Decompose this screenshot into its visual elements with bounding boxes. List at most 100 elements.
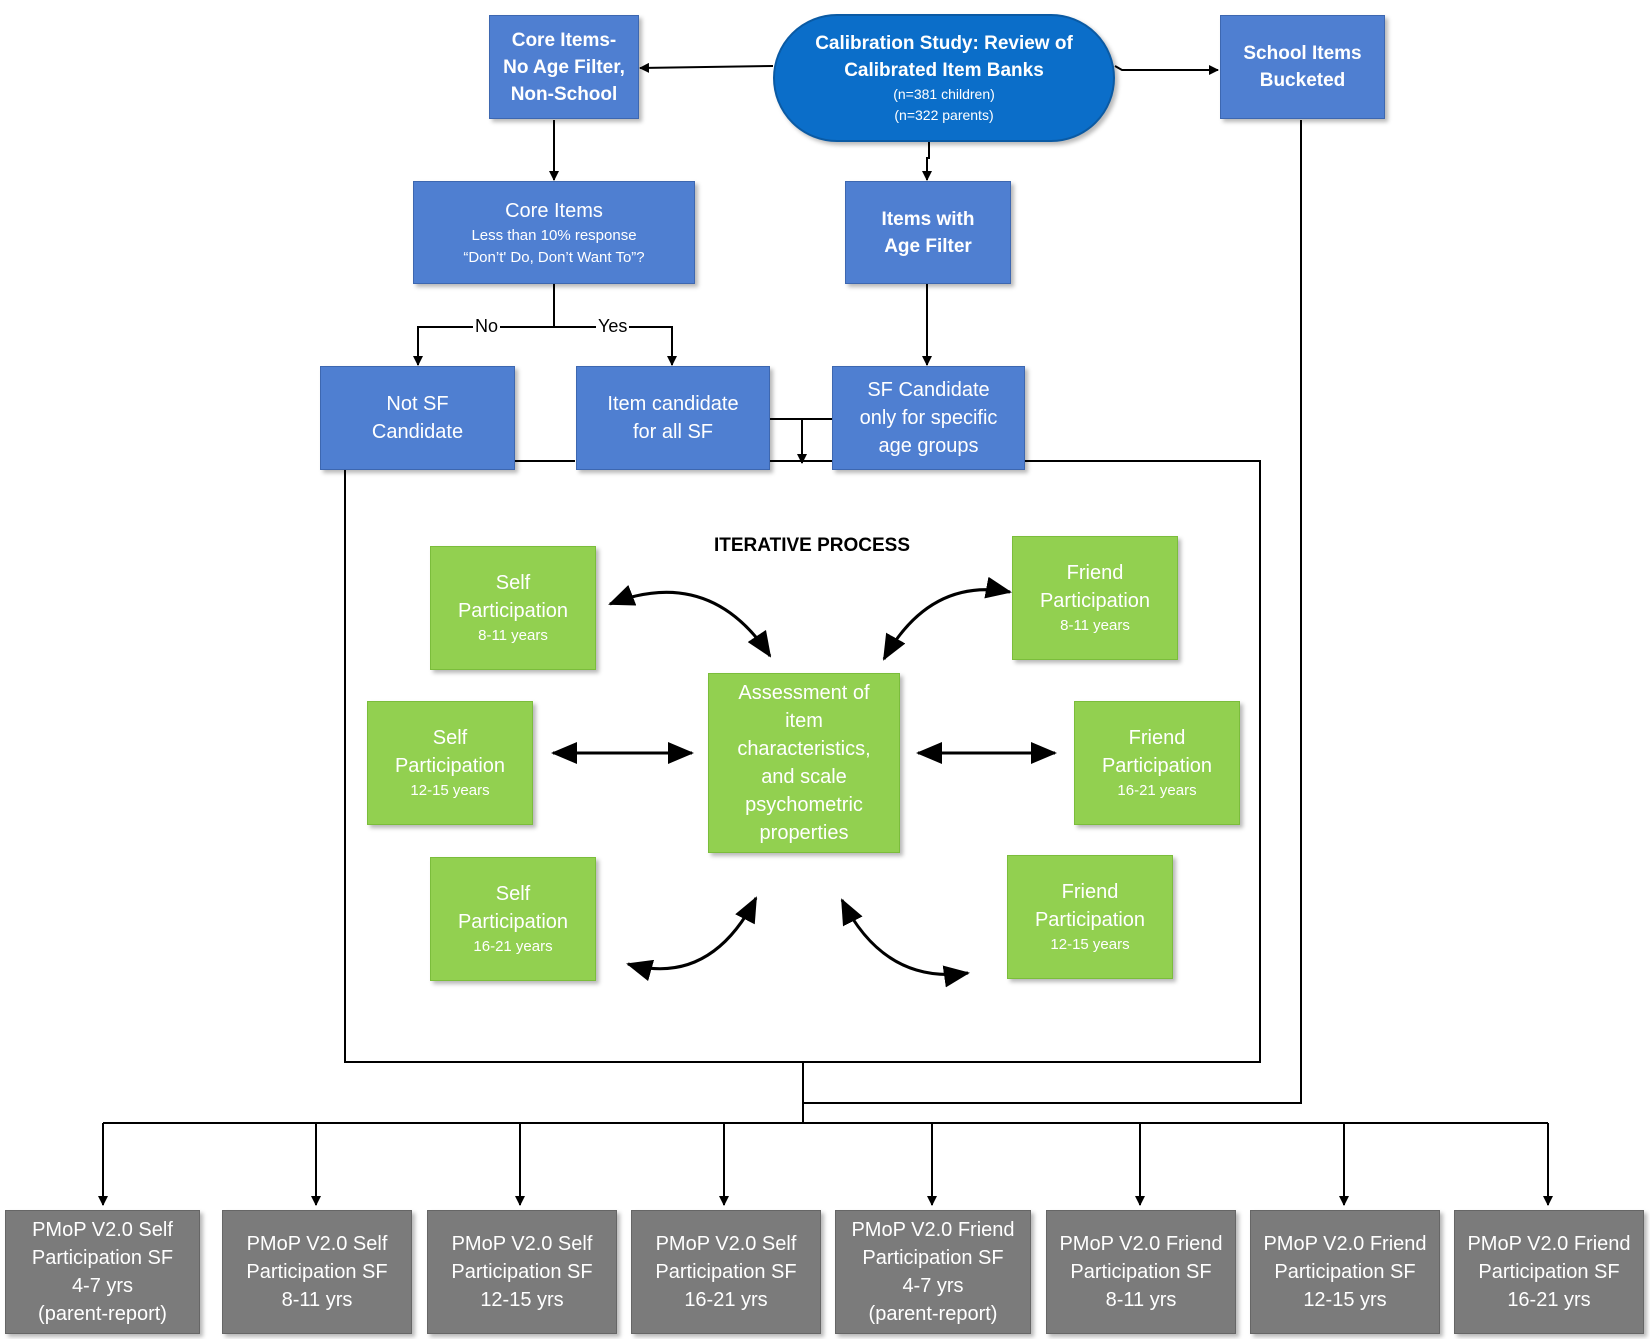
cycle-arrow-self-8-11 [608, 585, 772, 658]
node-text: Friend [1066, 562, 1124, 584]
node-text: 16-21 yrs [684, 1289, 768, 1311]
calibration-children-count: (n=381 children) [893, 86, 995, 102]
output-friend-8-11-node: PMoP V2.0 Friend Participation SF 8-11 y… [1046, 1210, 1236, 1334]
node-text: 16-21 years [1117, 782, 1197, 799]
node-text: Friend [1128, 727, 1186, 749]
output-self-16-21-node: PMoP V2.0 Self Participation SF 16-21 yr… [631, 1210, 821, 1334]
friend-participation-12-15-node: Friend Participation 12-15 years [1007, 855, 1173, 979]
node-text: Not SF [386, 393, 449, 415]
core-items-decision-node: Core Items Less than 10% response “Don’t… [413, 181, 695, 284]
node-text: 12-15 yrs [1303, 1289, 1387, 1311]
node-text: Participation SF [862, 1247, 1004, 1269]
node-text: PMoP V2.0 Self [32, 1219, 173, 1241]
node-text: Participation SF [1274, 1261, 1416, 1283]
assessment-node: Assessment of item characteristics, and … [708, 673, 900, 853]
output-self-4-7-node: PMoP V2.0 Self Participation SF 4-7 yrs … [5, 1210, 200, 1334]
node-text: Non-School [510, 83, 618, 105]
branch-label-yes: Yes [596, 316, 630, 337]
iterative-process-frame [344, 460, 1261, 1063]
node-text: Self [495, 883, 531, 905]
node-text: Candidate [371, 421, 464, 443]
sf-candidate-specific-age-node: SF Candidate only for specific age group… [832, 366, 1025, 470]
node-text: psychometric [745, 794, 863, 816]
calibration-title-line1: Calibration Study: Review of [815, 33, 1073, 54]
items-with-age-filter-node: Items with Age Filter [845, 181, 1011, 284]
node-text: Assessment of [738, 682, 870, 704]
node-text: PMoP V2.0 Friend [851, 1219, 1015, 1241]
node-text: 12-15 years [410, 782, 490, 799]
node-text: Self [432, 727, 468, 749]
item-candidate-all-sf-node: Item candidate for all SF [576, 366, 770, 470]
node-text: PMoP V2.0 Self [655, 1233, 797, 1255]
node-text: PMoP V2.0 Friend [1467, 1233, 1631, 1255]
iterative-process-label: ITERATIVE PROCESS [714, 535, 911, 556]
node-text: SF Candidate [867, 379, 990, 401]
node-text: Bucketed [1259, 70, 1346, 91]
cycle-arrow-self-16-21 [626, 896, 758, 982]
node-text: No Age Filter, [503, 56, 625, 78]
node-text: 16-21 years [473, 938, 553, 955]
node-text: Friend [1061, 881, 1119, 903]
arrow-to-age-filter [922, 142, 932, 181]
core-items-no-filter-node: Core Items- No Age Filter, Non-School [489, 15, 639, 119]
node-text: PMoP V2.0 Self [246, 1233, 388, 1255]
self-participation-12-15-node: Self Participation 12-15 years [367, 701, 533, 825]
node-text: Less than 10% response [471, 226, 637, 244]
node-text: 12-15 yrs [480, 1289, 564, 1311]
node-text: PMoP V2.0 Friend [1059, 1233, 1223, 1255]
node-text: 4-7 yrs [902, 1275, 964, 1297]
branch-label-no: No [473, 316, 501, 337]
node-text: School Items [1243, 43, 1362, 64]
node-text: Item candidate [607, 393, 739, 415]
friend-participation-8-11-node: Friend Participation 8-11 years [1012, 536, 1178, 660]
arrow-to-core-no-filter [639, 62, 774, 73]
node-text: Participation [394, 755, 506, 777]
node-text: Participation [1101, 755, 1213, 777]
output-friend-16-21-node: PMoP V2.0 Friend Participation SF 16-21 … [1454, 1210, 1644, 1334]
node-text: 8-11 yrs [1105, 1289, 1177, 1311]
node-text: 8-11 yrs [281, 1289, 353, 1311]
node-text: Items with [881, 208, 975, 230]
arrow-to-school-items [1114, 65, 1219, 75]
cycle-arrow-friend-12-15 [840, 898, 970, 988]
node-text: only for specific [859, 407, 998, 429]
calibration-parents-count: (n=322 parents) [894, 107, 994, 123]
node-text: Participation [457, 911, 569, 933]
school-items-node: School Items Bucketed [1220, 15, 1385, 119]
node-text: item [785, 710, 823, 732]
node-text: PMoP V2.0 Friend [1263, 1233, 1427, 1255]
node-text: PMoP V2.0 Self [451, 1233, 593, 1255]
node-text: (parent-report) [868, 1303, 998, 1325]
arrow-no-branch [413, 326, 554, 366]
node-text: Core Items [505, 199, 603, 222]
node-text: 4-7 yrs [71, 1275, 134, 1297]
school-items-line [803, 120, 1302, 1104]
node-text: 8-11 years [478, 627, 548, 644]
node-text: Participation [1039, 590, 1151, 612]
node-text: 16-21 yrs [1507, 1289, 1591, 1311]
output-friend-4-7-node: PMoP V2.0 Friend Participation SF 4-7 yr… [835, 1210, 1031, 1334]
node-text: age groups [878, 435, 979, 457]
node-text: characteristics, [737, 738, 871, 760]
node-text: Participation SF [1478, 1261, 1620, 1283]
output-self-12-15-node: PMoP V2.0 Self Participation SF 12-15 yr… [427, 1210, 617, 1334]
node-text: 8-11 years [1060, 617, 1130, 634]
node-text: Participation [1034, 909, 1146, 931]
output-friend-12-15-node: PMoP V2.0 Friend Participation SF 12-15 … [1250, 1210, 1440, 1334]
node-text: properties [759, 822, 849, 844]
node-text: (parent-report) [38, 1303, 167, 1325]
node-text: Participation SF [451, 1261, 593, 1283]
cycle-arrow-friend-8-11 [882, 576, 1012, 661]
node-text: Self [495, 572, 531, 594]
node-text: Participation SF [1070, 1261, 1212, 1283]
node-text: Age Filter [884, 235, 972, 257]
node-text: Participation SF [655, 1261, 797, 1283]
calibration-title-line2: Calibrated Item Banks [844, 60, 1044, 81]
node-text: Participation SF [31, 1247, 174, 1269]
output-self-8-11-node: PMoP V2.0 Self Participation SF 8-11 yrs [222, 1210, 412, 1334]
node-text: Participation [457, 600, 569, 622]
not-sf-candidate-node: Not SF Candidate [320, 366, 515, 470]
node-text: Core Items- [511, 29, 617, 51]
node-text: Participation SF [246, 1261, 388, 1283]
